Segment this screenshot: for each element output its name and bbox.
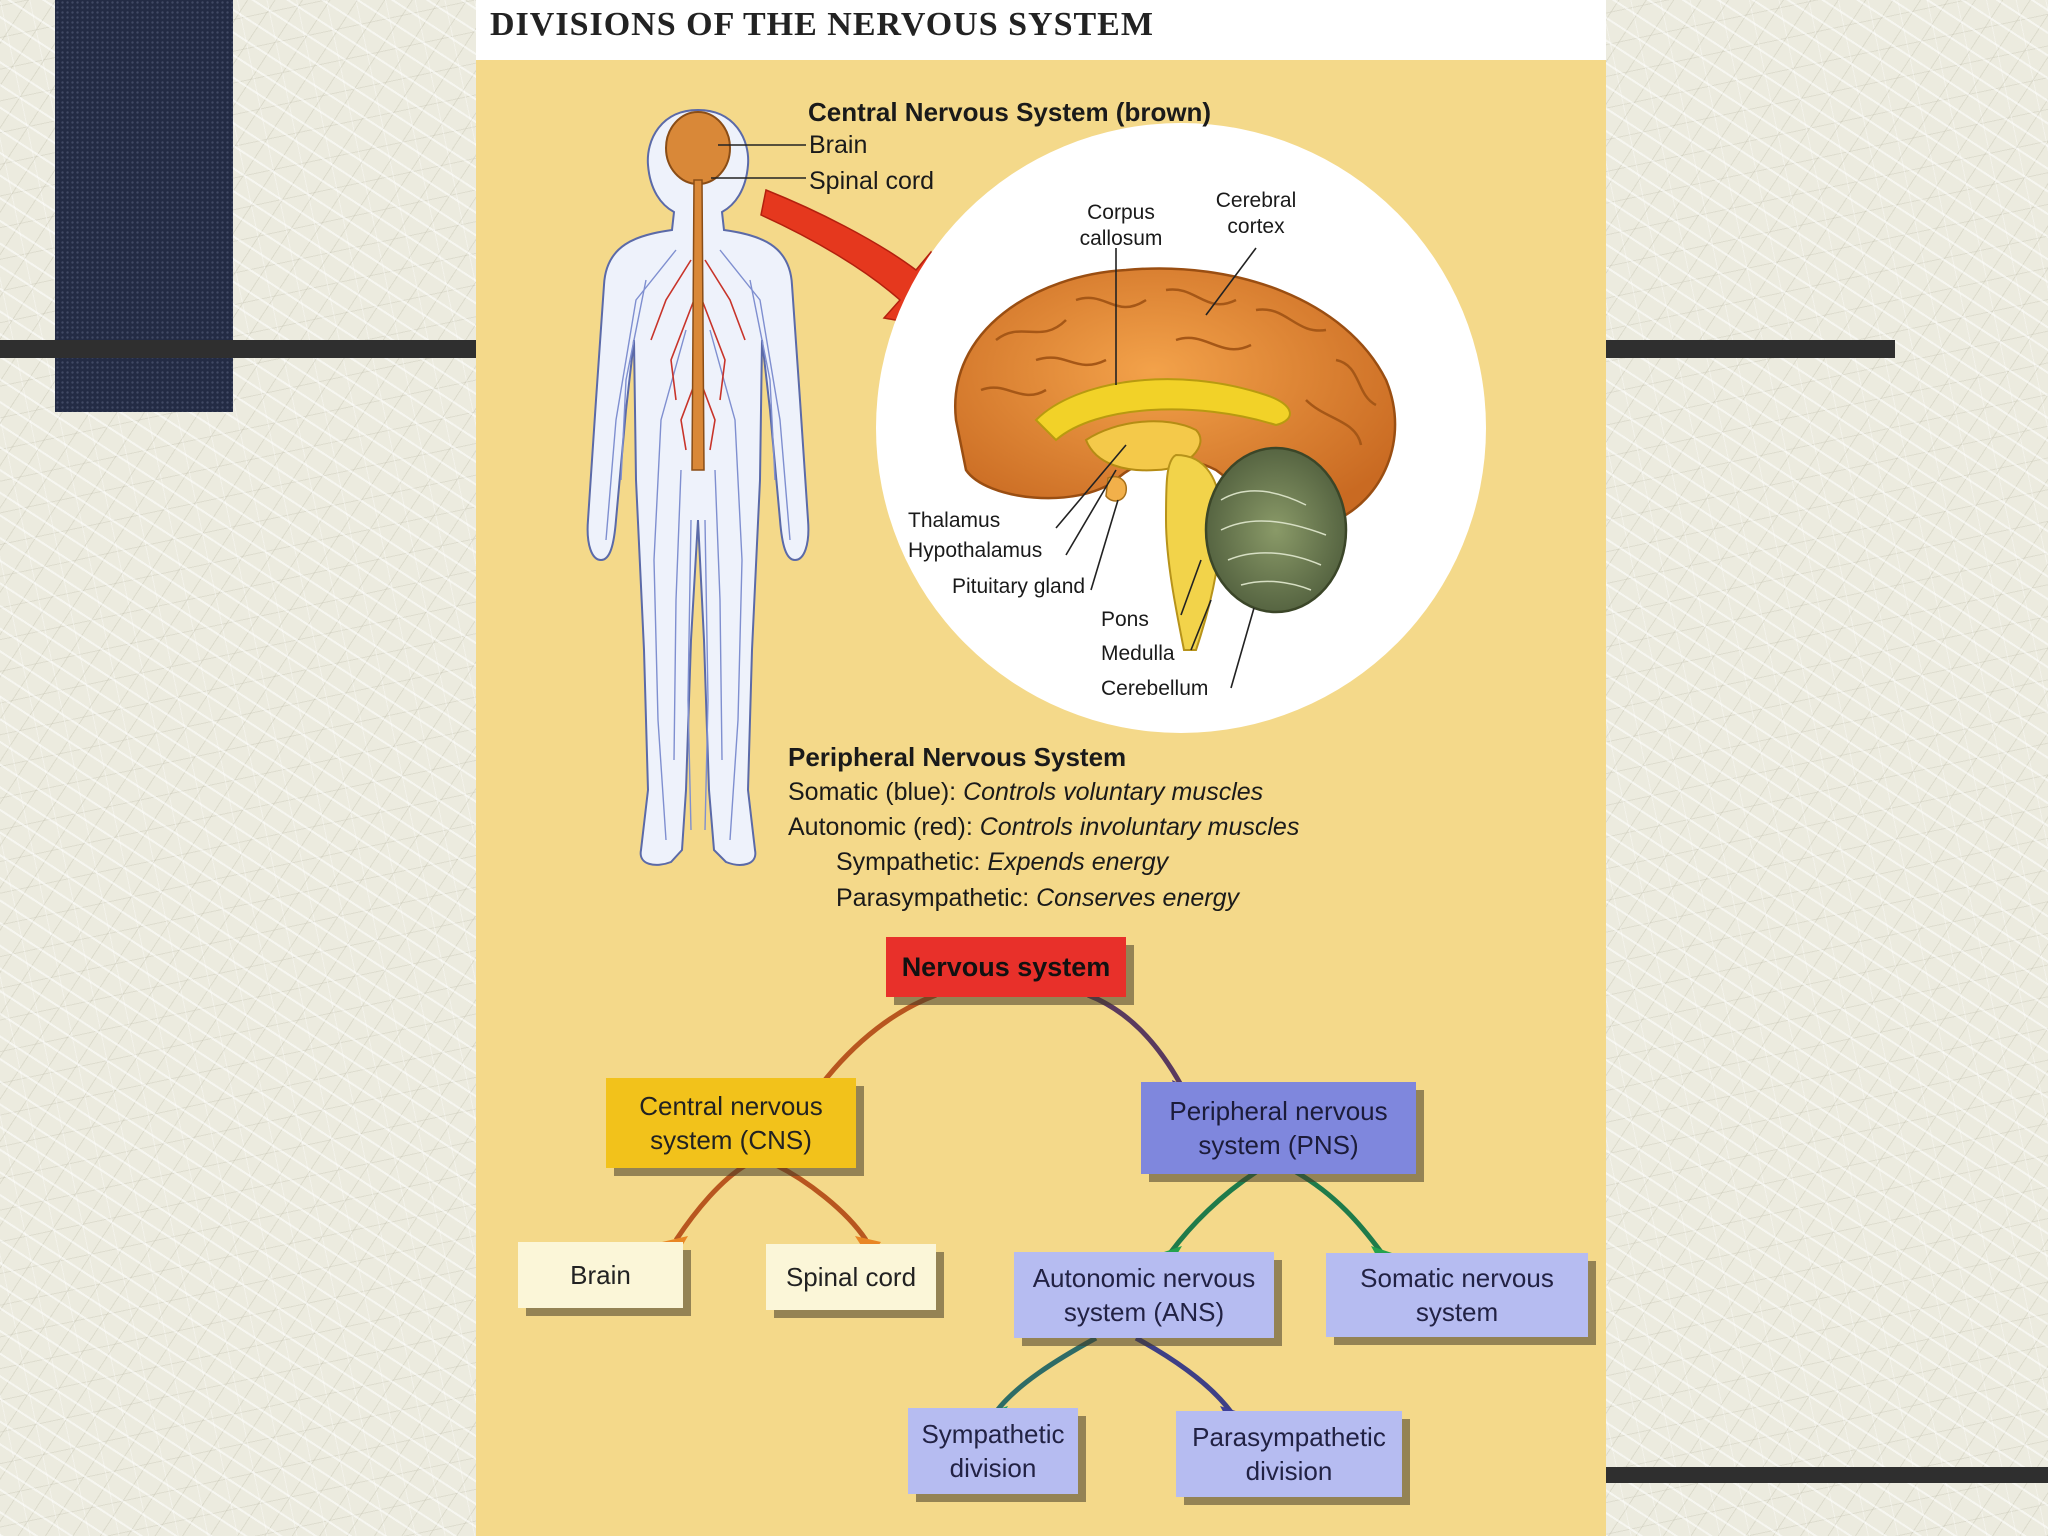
- brain-leader-lines: [1055, 247, 1257, 689]
- poster-title: DIVISIONS OF THE NERVOUS SYSTEM: [490, 6, 1154, 43]
- tree-connectors: [673, 992, 1384, 1414]
- nervous-system-poster: DIVISIONS OF THE NERVOUS SYSTEM: [476, 0, 1606, 1536]
- hypothalamus-label: Hypothalamus: [908, 539, 1043, 562]
- node-nervous-system: Nervous system: [886, 937, 1126, 997]
- cortex-folds: [980, 288, 1377, 446]
- pns-sympathetic-line: Sympathetic: Expends energy: [836, 848, 1169, 876]
- pns-heading: Peripheral Nervous System: [788, 742, 1127, 772]
- pns-autonomic-line: Autonomic (red): Controls involuntary mu…: [788, 813, 1300, 841]
- corpus-callosum-shape: [1034, 378, 1291, 442]
- node-brain: Brain: [518, 1242, 683, 1308]
- decorative-rule-left: [0, 340, 476, 358]
- pituitary-gland-label: Pituitary gland: [952, 575, 1086, 598]
- pns-somatic-line: Somatic (blue): Controls voluntary muscl…: [788, 778, 1264, 806]
- thalamus-label: Thalamus: [908, 509, 1001, 532]
- illustration: [586, 108, 1486, 1428]
- human-body-figure: [586, 108, 810, 866]
- brain-sagittal-illustration: [954, 267, 1397, 651]
- cerebellum-folia: [1220, 490, 1327, 591]
- node-spinal-cord: Spinal cord: [766, 1244, 936, 1310]
- cns-brain-label: Brain: [809, 131, 868, 159]
- figure-brain: [665, 111, 731, 185]
- pituitary-shape: [1105, 476, 1127, 502]
- pons-label: Pons: [1101, 608, 1149, 631]
- cns-heading: Central Nervous System (brown): [808, 97, 1212, 127]
- autonomic-nerves: [650, 259, 746, 451]
- cerebellum-label: Cerebellum: [1101, 677, 1209, 700]
- decorative-rule-bottom: [1605, 1467, 2048, 1483]
- decorative-rule-right: [1605, 340, 1895, 358]
- figure-spinal-cord: [691, 179, 705, 471]
- cns-leader-lines: [711, 144, 806, 179]
- somatic-nerves: [605, 249, 791, 841]
- cerebellum-shape: [1204, 446, 1348, 614]
- title-bar: DIVISIONS OF THE NERVOUS SYSTEM: [476, 0, 1606, 60]
- medulla-label: Medulla: [1101, 642, 1175, 665]
- pns-parasympathetic-line: Parasympathetic: Conserves energy: [836, 884, 1239, 912]
- cns-spinal-cord-label: Spinal cord: [809, 167, 935, 195]
